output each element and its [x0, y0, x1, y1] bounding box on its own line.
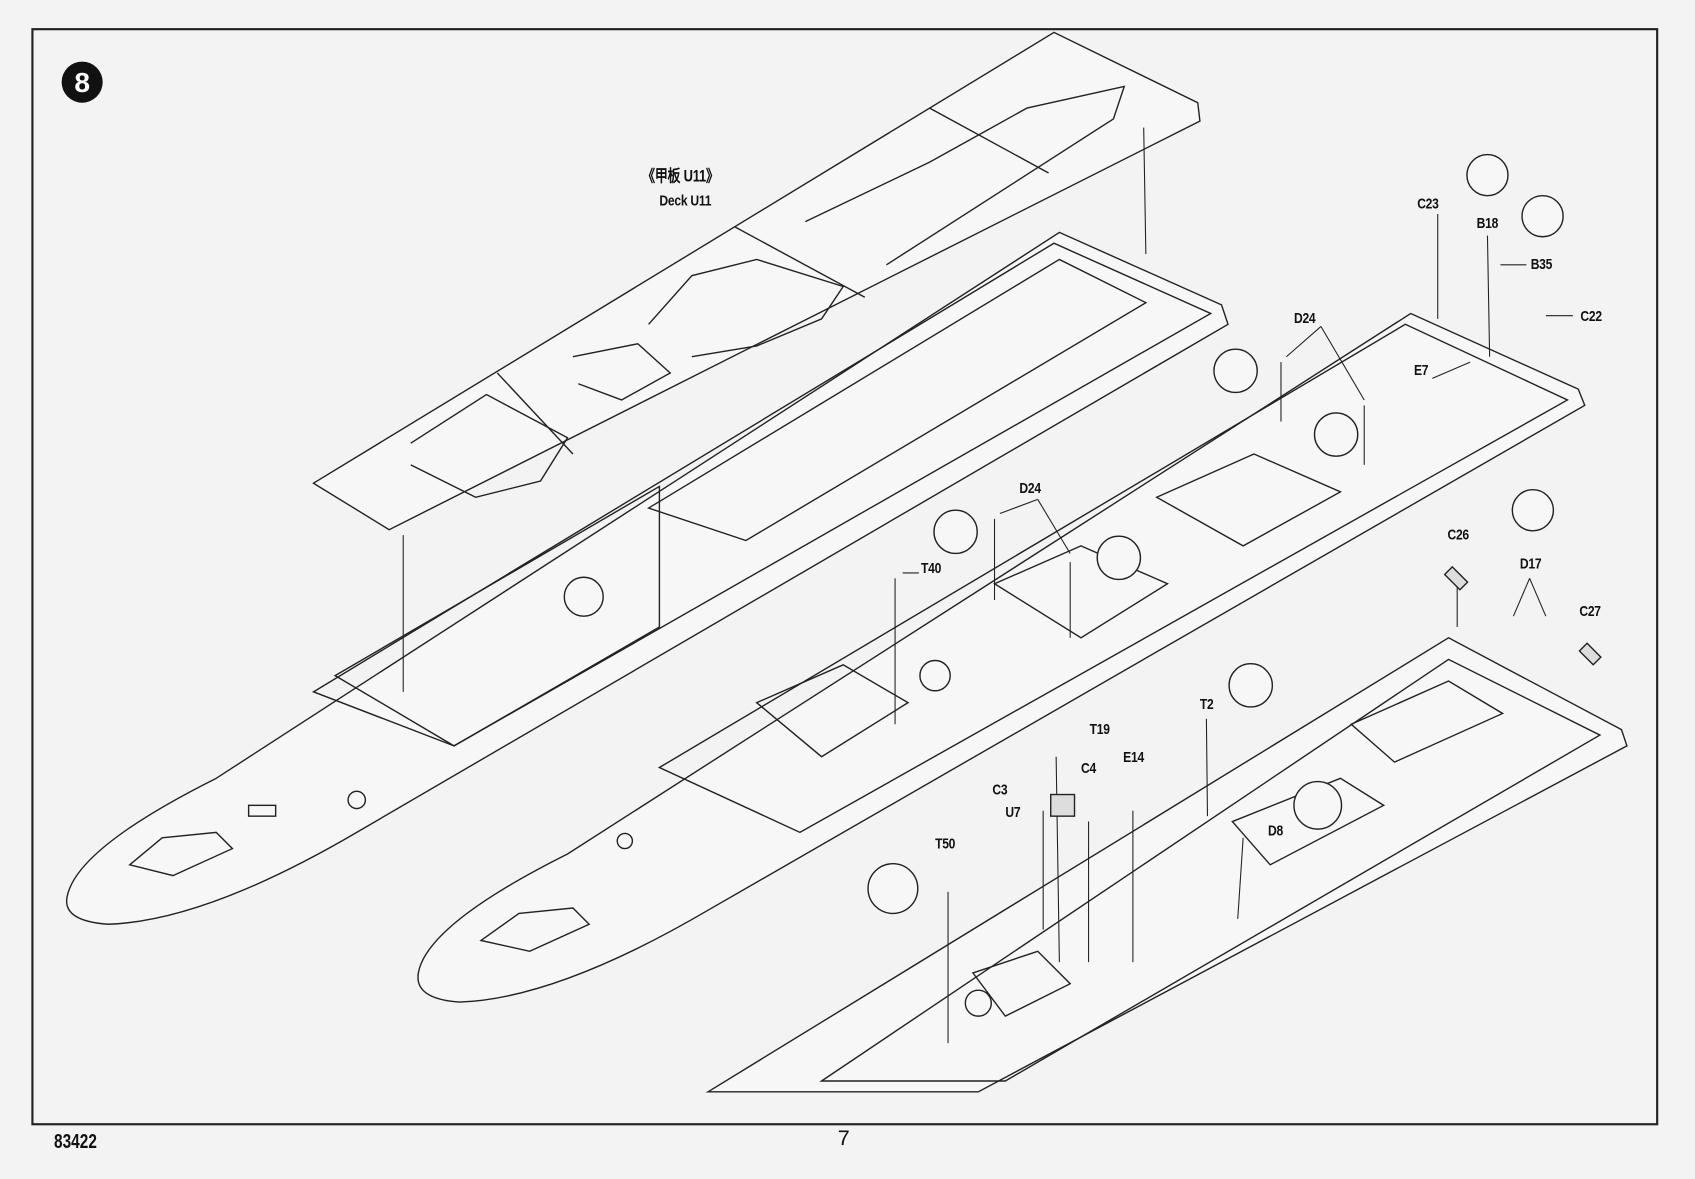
page-number: 7: [837, 1126, 850, 1151]
part-icons: [1050, 565, 1602, 817]
part-label-c4: C4: [1081, 758, 1096, 777]
leader-lines: [402, 127, 1573, 1044]
deck-label-english: Deck U11: [659, 191, 712, 209]
part-label-c26: C26: [1447, 525, 1469, 543]
deck-u11-plate: [312, 31, 1201, 531]
hull-2: [417, 312, 1586, 1003]
step-number-badge: 8: [61, 61, 103, 103]
page-frame: [31, 28, 1659, 1126]
part-label-d17: D17: [1519, 554, 1542, 572]
part-label-c27: C27: [1579, 602, 1601, 620]
hull-1: [66, 231, 1229, 925]
part-label-c3: C3: [992, 780, 1008, 798]
part-label-u7: U7: [1005, 803, 1021, 821]
part-label-b35: B35: [1530, 255, 1553, 273]
part-label-d24-2: D24: [1019, 478, 1041, 497]
part-label-b18: B18: [1476, 214, 1499, 232]
deck-label-chinese: 《甲板 U11》: [642, 167, 719, 186]
part-label-c22: C22: [1580, 307, 1602, 325]
part-label-d24: D24: [1293, 309, 1316, 327]
part-label-d8: D8: [1268, 821, 1283, 839]
hull-3: [705, 636, 1628, 1093]
part-label-t50: T50: [935, 834, 956, 852]
part-label-c23: C23: [1417, 194, 1439, 212]
detail-callouts: [867, 153, 1564, 915]
part-label-t2: T2: [1199, 695, 1214, 713]
part-label-t19: T19: [1089, 719, 1110, 738]
part-label-e7: E7: [1413, 361, 1429, 379]
part-label-e14: E14: [1123, 748, 1144, 766]
part-label-t40: T40: [921, 558, 942, 577]
kit-number: 83422: [54, 1130, 97, 1154]
callout-d24: [1213, 348, 1258, 394]
